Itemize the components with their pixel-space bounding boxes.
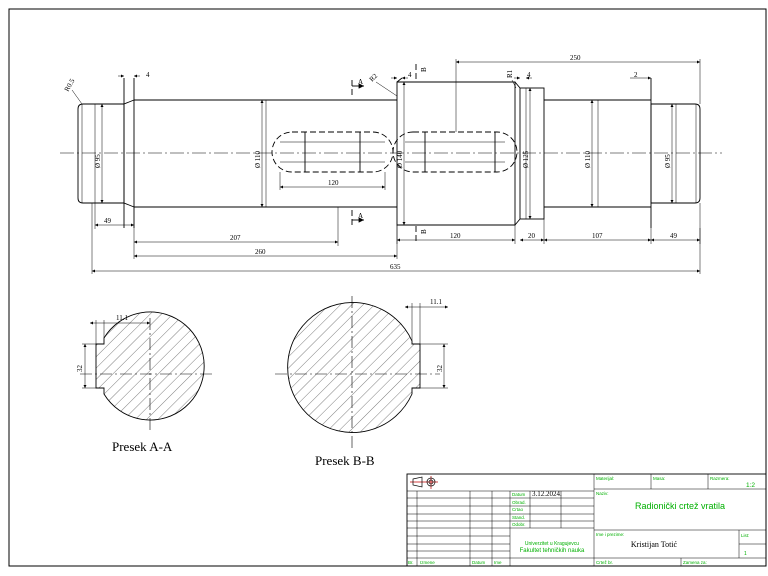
section-bb-label: Presek B-B [315, 453, 375, 468]
dim-d-right: Ø 110 [584, 150, 592, 168]
tb-naziv-value: Radionički crtež vratila [635, 501, 725, 511]
tb-ime-value: Kristijan Totić [631, 540, 678, 549]
section-bb-width: 11.1 [430, 298, 442, 306]
tb-university-line1: Univerzitet u Kragujevcu [525, 541, 579, 547]
dim-len-120: 120 [450, 232, 461, 240]
tb-zamena-label: Zamena za: [683, 560, 707, 565]
dim-len-20: 20 [528, 232, 536, 240]
projection-symbol-icon [410, 476, 438, 489]
section-aa-label: Presek A-A [112, 439, 173, 454]
dim-d-right-end: Ø 95 [664, 154, 672, 168]
tb-ime-label: Ime i prezime: [596, 532, 624, 537]
tb-izmene-label: Izmene [420, 560, 435, 565]
tb-stand-label: Stand. [512, 515, 525, 520]
section-aa [80, 311, 212, 430]
tb-datum-label: Datum [512, 492, 526, 497]
dim-len-49-left: 49 [104, 217, 112, 225]
dim-len-207: 207 [230, 234, 241, 242]
section-aa-height: 32 [76, 365, 84, 373]
dim-chamfer-left: 4 [146, 71, 150, 79]
tb-masa-label: Masa: [653, 476, 665, 481]
section-bb [275, 296, 448, 448]
tb-crtao-label: Crtao [512, 507, 524, 512]
dim-len-260: 260 [255, 248, 266, 256]
dim-len-250: 250 [570, 54, 581, 62]
dim-d-flange: Ø 125 [522, 150, 530, 168]
dim-len-635: 635 [390, 263, 401, 271]
tb-br-label: Br. [408, 560, 414, 565]
shaft-view [60, 64, 722, 242]
tb-materijal-label: Materijal: [596, 476, 614, 481]
dim-r2: R2 [368, 72, 380, 84]
dimension-text: R0.5 R2 R1 4 4 4 2 Ø 95 Ø 110 Ø 140 Ø 12… [63, 54, 678, 271]
dim-len-49-right: 49 [670, 232, 678, 240]
tb-razmera-label: Razmera: [710, 476, 730, 481]
dim-chamfer-far-right: 2 [634, 71, 638, 79]
tb-odobr-label: Odobr. [512, 522, 526, 527]
dim-d-collar: Ø 140 [396, 150, 404, 168]
section-aa-width: 11.1 [116, 314, 128, 322]
dim-d-body: Ø 110 [254, 150, 262, 168]
drawing-frame [8, 8, 767, 567]
tb-naziv-label: Naziv: [596, 491, 609, 496]
tb-datum-col-label: Datum [472, 560, 486, 565]
tb-ime-col-label: Ime [494, 560, 502, 565]
title-block: Datum 3.12.2024. Obrad. Crtao Stand. Odo… [406, 473, 767, 567]
dim-r05: R0.5 [63, 77, 77, 93]
tb-razmera-value: 1:2 [746, 482, 755, 489]
dim-len-107: 107 [592, 232, 603, 240]
dim-chamfer-mid: 4 [408, 71, 412, 79]
section-mark-a-top: A [358, 78, 363, 86]
section-mark-b-top: B [420, 67, 428, 72]
dim-d-left-end: Ø 95 [94, 154, 102, 168]
section-bb-height: 32 [436, 365, 444, 373]
dim-chamfer-right: 4 [527, 71, 531, 79]
tb-crtez-label: Crtež br. [596, 560, 613, 565]
dim-len-120-key1: 120 [328, 179, 339, 187]
tb-datum-value: 3.12.2024. [532, 490, 562, 498]
tb-list-value: 1 [744, 551, 747, 557]
section-mark-a-bottom: A [358, 212, 363, 220]
dimension-lines [71, 59, 701, 274]
tb-list-label: List: [741, 533, 749, 538]
tb-university-line2: Fakultet tehničkih nauka [520, 548, 585, 554]
section-mark-b-bottom: B [420, 229, 428, 234]
tb-obrad-label: Obrad. [512, 500, 526, 505]
dim-r1: R1 [506, 69, 514, 78]
